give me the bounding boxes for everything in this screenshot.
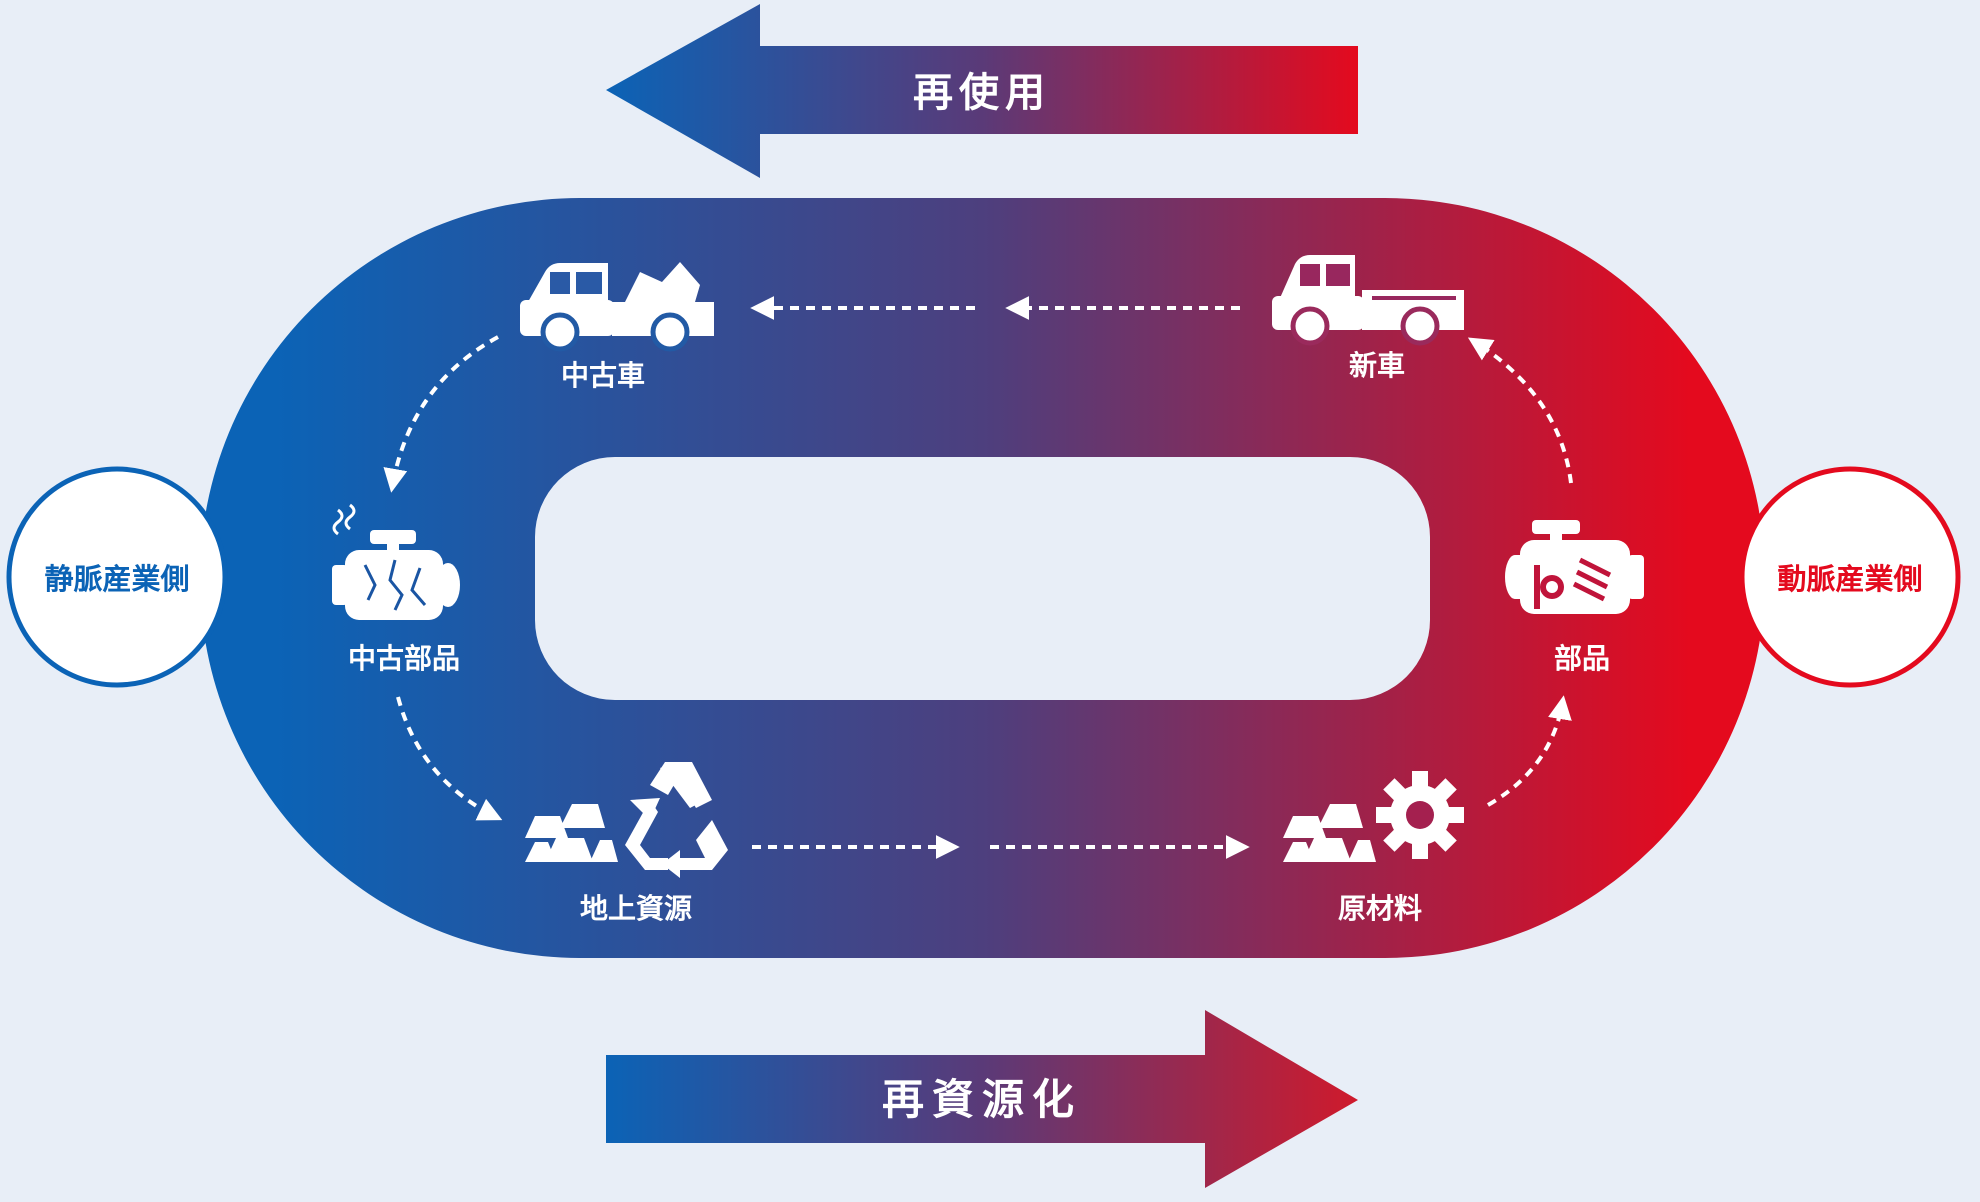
broken-engine-icon: [332, 503, 460, 620]
flow-arrow-materials-to-parts: [1486, 695, 1572, 807]
flow-arrow-used-parts-to-resources: [396, 696, 503, 821]
recycling-arrow-label: 再資源化: [882, 1075, 1082, 1124]
arterial-industry-circle: 動脈産業側: [1739, 466, 1961, 688]
raw-materials-label: 原材料: [1338, 892, 1422, 925]
engine-icon: [1505, 520, 1644, 614]
ingots-and-gear-icon: [1283, 771, 1464, 862]
new-car-label: 新車: [1349, 349, 1405, 382]
used-car-label: 中古車: [561, 359, 645, 392]
cycle-ring: [199, 198, 1765, 958]
venous-industry-circle: 静脈産業側: [6, 466, 228, 688]
above-ground-resources-label: 地上資源: [580, 892, 692, 925]
ingots-and-recycle-icon: [525, 762, 728, 878]
pickup-truck-icon: [1272, 255, 1464, 346]
reuse-arrow: 再使用: [606, 4, 1358, 178]
pickup-truck-with-scrap-icon: [520, 262, 714, 352]
flow-arrows: [383, 296, 1573, 859]
parts-label: 部品: [1554, 642, 1610, 675]
reuse-arrow-label: 再使用: [913, 70, 1051, 116]
flow-arrow-used-car-to-used-parts: [383, 335, 499, 493]
arterial-industry-label: 動脈産業側: [1777, 562, 1922, 596]
flow-arrow-parts-to-new-car: [1467, 337, 1573, 484]
venous-industry-label: 静脈産業側: [44, 562, 189, 596]
recycling-arrow: 再資源化: [606, 1010, 1358, 1188]
used-parts-label: 中古部品: [348, 642, 460, 675]
